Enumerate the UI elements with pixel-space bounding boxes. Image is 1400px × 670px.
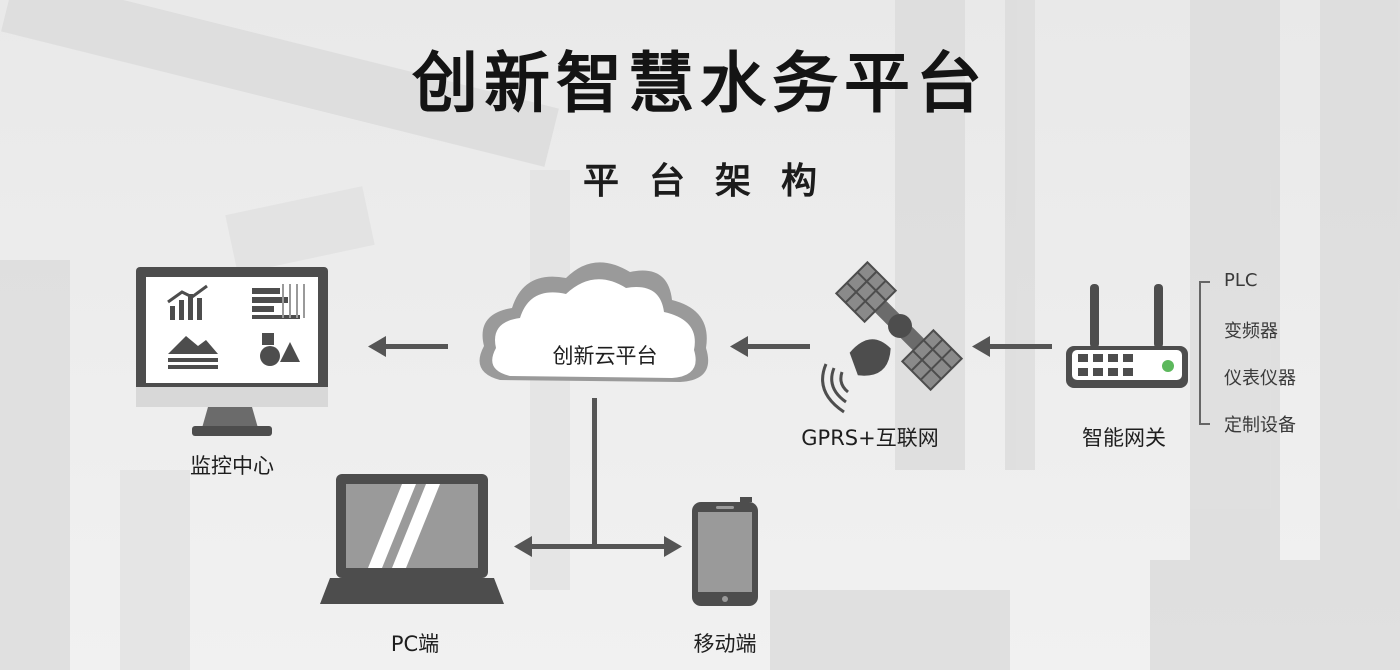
status-led-icon	[1162, 360, 1174, 372]
gprs-label: GPRS+互联网	[801, 426, 939, 450]
router-icon	[1066, 284, 1188, 388]
mountain-icon	[168, 336, 218, 369]
mobile-label: 移动端	[693, 632, 757, 656]
pc-mobile-double-arrow	[514, 536, 682, 557]
shapes-icon	[260, 333, 300, 366]
gateway-label: 智能网关	[1082, 426, 1166, 450]
trend-chart-icon	[167, 284, 208, 320]
device-item-instrument: 仪表仪器	[1224, 368, 1296, 389]
cloud-downlink-line	[592, 398, 597, 546]
page-title: 创新智慧水务平台	[412, 45, 988, 122]
gantt-icon	[252, 284, 305, 319]
arrow-to-monitor	[368, 336, 448, 357]
monitor-center-label: 监控中心	[190, 454, 274, 478]
cloud-platform-label: 创新云平台	[552, 344, 658, 368]
laptop-icon	[320, 474, 504, 604]
page-subtitle: 平台架构	[582, 161, 847, 202]
monitor-icon	[136, 267, 328, 436]
device-list-bracket	[1199, 281, 1210, 425]
device-item-plc: PLC	[1224, 270, 1258, 291]
arrow-to-cloud	[730, 336, 810, 357]
device-item-custom: 定制设备	[1224, 415, 1296, 436]
pc-label: PC端	[390, 632, 440, 656]
cloud-icon	[479, 262, 709, 382]
device-item-inverter: 变频器	[1224, 321, 1278, 342]
satellite-icon	[821, 260, 964, 414]
arrow-to-satellite	[972, 336, 1052, 357]
phone-icon	[692, 497, 758, 606]
